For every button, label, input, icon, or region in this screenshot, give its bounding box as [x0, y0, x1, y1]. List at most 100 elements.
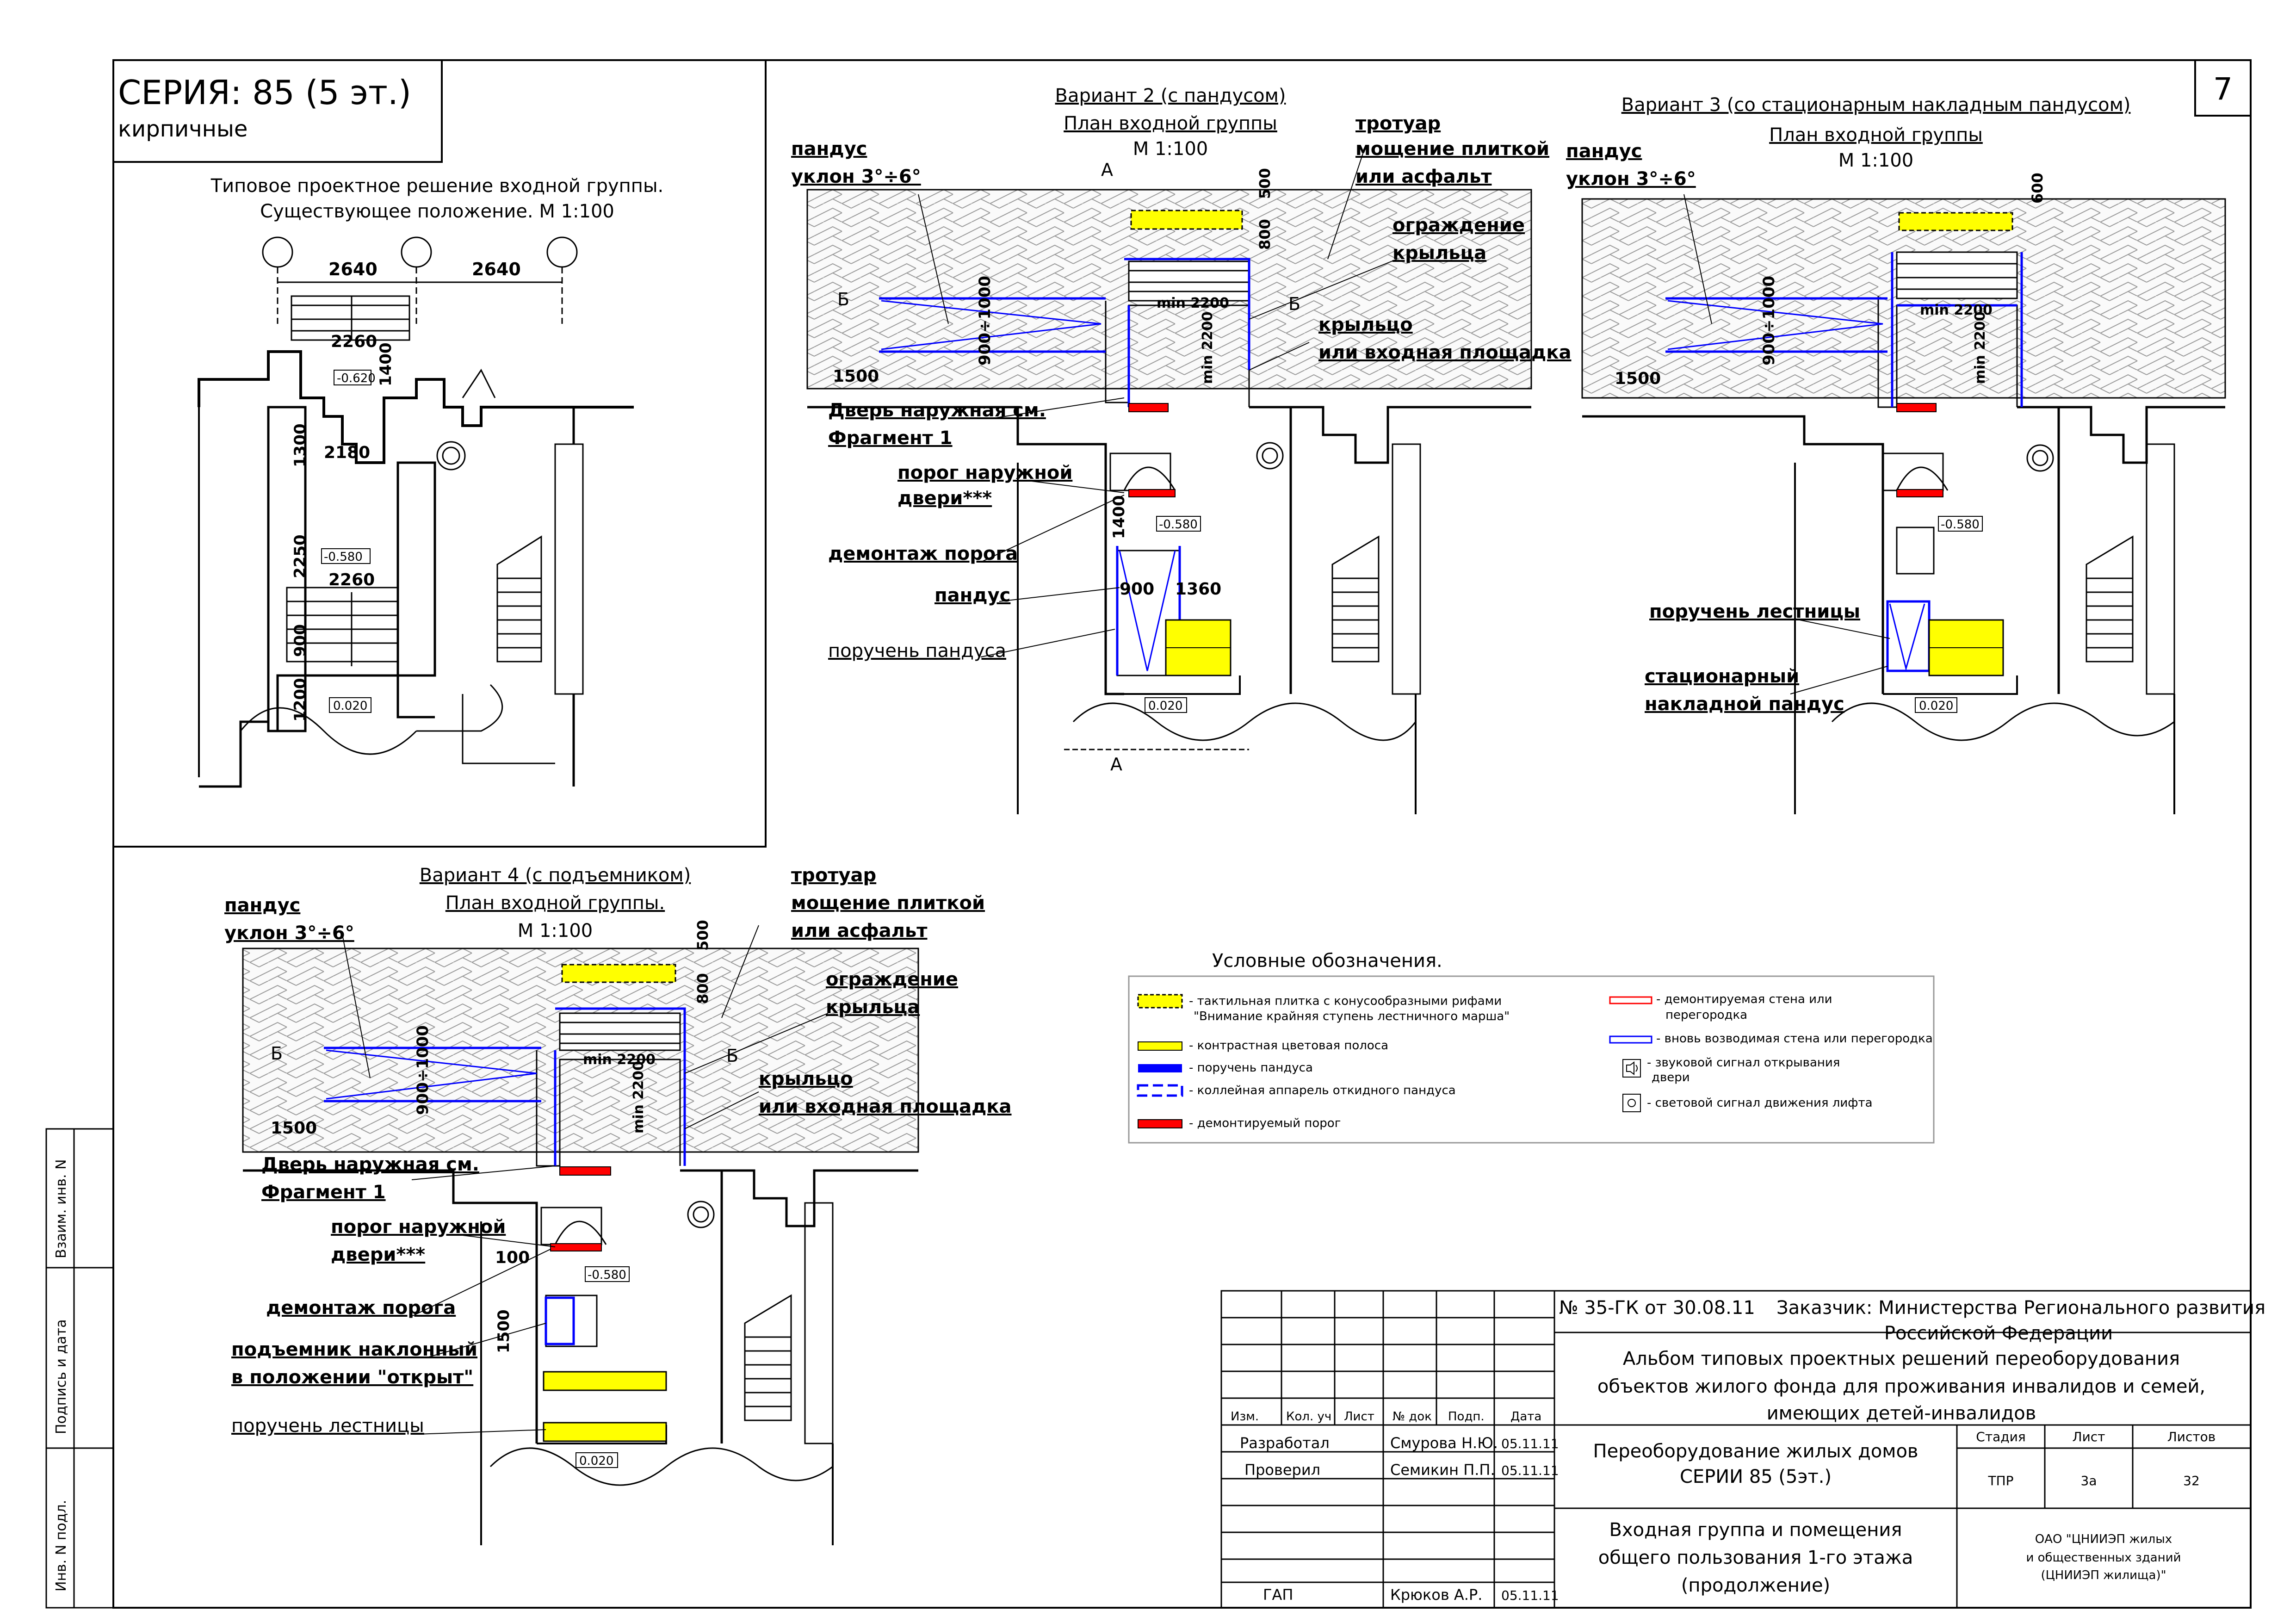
stamp-date-3: 05.11.11	[1501, 1588, 1559, 1603]
v4-section-b-left: Б	[271, 1043, 283, 1064]
v3-dim-600: 600	[2029, 173, 2046, 204]
dim-2640a: 2640	[328, 259, 378, 279]
stamp-org-1: ОАО "ЦНИИЭП жилых	[2035, 1532, 2172, 1546]
v2-threshold-2: двери***	[897, 488, 992, 509]
v3-stationary-2: накладной пандус	[1645, 694, 1844, 715]
v4-lift-1: подъемник наклонный	[231, 1339, 477, 1360]
v2-door-2: Фрагмент 1	[828, 427, 953, 449]
v4-level-020: 0.020	[579, 1454, 613, 1468]
v2-title-2: План входной группы	[1064, 113, 1277, 134]
legend-item-5: - коллейная аппарель откидного пандуса	[1189, 1084, 1456, 1097]
stamp-name-1: Смурова Н.Ю.	[1390, 1434, 1498, 1452]
legend-swatch-tactile	[1137, 994, 1183, 1009]
v2-porch-2: или входная площадка	[1318, 342, 1571, 363]
v3-level-580: -0.580	[1941, 518, 1980, 532]
v3-tactile-tile	[1898, 212, 2013, 231]
stamp-album-2: объектов жилого фонда для проживания инв…	[1597, 1376, 2205, 1397]
v4-dim-800: 800	[694, 973, 712, 1004]
v4-ramp-label-2: уклон 3°÷6°	[224, 923, 354, 944]
dim-900: 900	[291, 624, 309, 657]
legend-swatch-blue	[1138, 1064, 1182, 1072]
v2-level-580: -0.580	[1159, 518, 1198, 532]
v4-scale: М 1:100	[518, 920, 593, 942]
series-box	[112, 59, 443, 163]
v4-threshold-1: порог наружной	[331, 1216, 506, 1238]
stamp-list: 3а	[2081, 1473, 2097, 1488]
v4-porch-2: или входная площадка	[759, 1096, 1011, 1117]
legend-item-6: - демонтируемый порог	[1189, 1116, 1341, 1130]
v2-level-580-box	[1156, 516, 1201, 532]
v3-title-1: Вариант 3 (со стационарным накладным пан…	[1621, 94, 2131, 116]
stamp-sheet-2: общего пользования 1-го этажа	[1598, 1547, 1913, 1568]
stamp-list-header: Лист	[2073, 1429, 2105, 1444]
stamp-col-list: Лист	[1344, 1410, 1374, 1424]
v4-level-580-box	[585, 1266, 630, 1282]
v2-dismantle: демонтаж порога	[828, 543, 1018, 564]
dim-1200: 1200	[291, 678, 309, 722]
legend-swatch-yellow	[1138, 1041, 1182, 1051]
legend-item-3: - контрастная цветовая полоса	[1189, 1039, 1388, 1053]
v4-title-1: Вариант 4 (с подъемником)	[420, 865, 691, 886]
v4-dim-900-1000: 900÷1000	[414, 1025, 432, 1115]
stamp-customer-2: Российской Федерации	[1884, 1323, 2113, 1344]
v4-sidewalk-1: тротуар	[791, 865, 876, 886]
light-signal-icon	[1622, 1094, 1641, 1112]
v3-dim-min2200b: min 2200	[1972, 311, 1988, 384]
stamp-role-3: ГАП	[1263, 1586, 1293, 1604]
side-sign: Подпись и дата	[53, 1319, 69, 1435]
v3-ramp	[1665, 252, 2023, 672]
stamp-org-3: (ЦНИИЭП жилища)"	[2041, 1568, 2166, 1582]
v4-dim-min2200b: min 2200	[631, 1061, 647, 1134]
v4-level-580: -0.580	[588, 1268, 626, 1282]
legend-swatch-dashed-blue	[1137, 1084, 1183, 1097]
stamp-col-izm: Изм.	[1231, 1410, 1259, 1424]
existing-title-1: Типовое проектное решение входной группы…	[210, 175, 664, 197]
v2-handrail: поручень пандуса	[828, 640, 1006, 662]
legend-item-2: "Внимание крайняя ступень лестничного ма…	[1194, 1010, 1510, 1023]
v3-threshold-mid	[1896, 489, 1943, 497]
stamp-date-1: 05.11.11	[1501, 1436, 1559, 1451]
stamp-col-kol: Кол. уч	[1286, 1410, 1331, 1424]
legend-item-1: - тактильная плитка с конусообразными ри…	[1189, 994, 1502, 1008]
v2-dim-min2200b: min 2200	[1200, 311, 1216, 384]
legend-swatch-blue-outline	[1609, 1035, 1652, 1044]
level-620: -0.620	[337, 372, 376, 385]
v3-dim-min2200a: min 2200	[1920, 302, 1993, 318]
v3-dim-1500: 1500	[1615, 369, 1661, 388]
stamp-sheet-1: Входная группа и помещения	[1609, 1519, 1902, 1541]
legend-item-12: - световой сигнал движения лифта	[1647, 1096, 1873, 1110]
v3-title-2: План входной группы	[1769, 124, 1983, 146]
stamp-album-1: Альбом типовых проектных решений переобо…	[1623, 1348, 2180, 1369]
v2-dim-1360: 1360	[1175, 580, 1221, 599]
v2-section-a-bottom: А	[1110, 754, 1122, 774]
v4-title-2: План входной группы.	[446, 892, 665, 914]
v4-fence-1: ограждение	[826, 969, 958, 990]
v3-threshold-top	[1896, 403, 1937, 412]
v4-sidewalk-3: или асфальт	[791, 920, 928, 942]
v3-level-580-box	[1938, 516, 1983, 532]
v2-section-b-left: Б	[837, 289, 849, 310]
series-title: СЕРИЯ: 85 (5 эт.)	[118, 73, 411, 112]
dim-2250: 2250	[291, 534, 309, 578]
v3-stationary-1: стационарный	[1645, 666, 1799, 687]
v2-sidewalk-1: тротуар	[1355, 113, 1441, 134]
v2-tactile-tile	[1130, 210, 1243, 230]
dim-1300: 1300	[291, 423, 309, 467]
level-620-box	[334, 370, 371, 385]
legend-item-10: - звуковой сигнал открывания	[1647, 1056, 1840, 1070]
v2-dim-900: 900	[1120, 580, 1154, 599]
v3-plan	[1582, 251, 2225, 814]
v4-door-1: Дверь наружная см.	[261, 1154, 479, 1175]
v4-threshold-2: двери***	[331, 1244, 425, 1265]
series-subtitle: кирпичные	[118, 116, 248, 142]
v2-fence-2: крыльца	[1392, 242, 1486, 264]
v2-ramp-label: пандус	[934, 585, 1010, 606]
stamp-contract: № 35-ГК от 30.08.11	[1559, 1297, 1755, 1319]
v2-threshold-1: порог наружной	[897, 462, 1072, 483]
v2-dim-min2200a: min 2200	[1157, 295, 1229, 311]
stamp-stage-header: Стадия	[1976, 1429, 2025, 1444]
level-020: 0.020	[333, 699, 367, 713]
stamp-stage: ТПР	[1987, 1473, 2013, 1488]
stamp-name-2: Семикин П.П.	[1390, 1461, 1495, 1479]
